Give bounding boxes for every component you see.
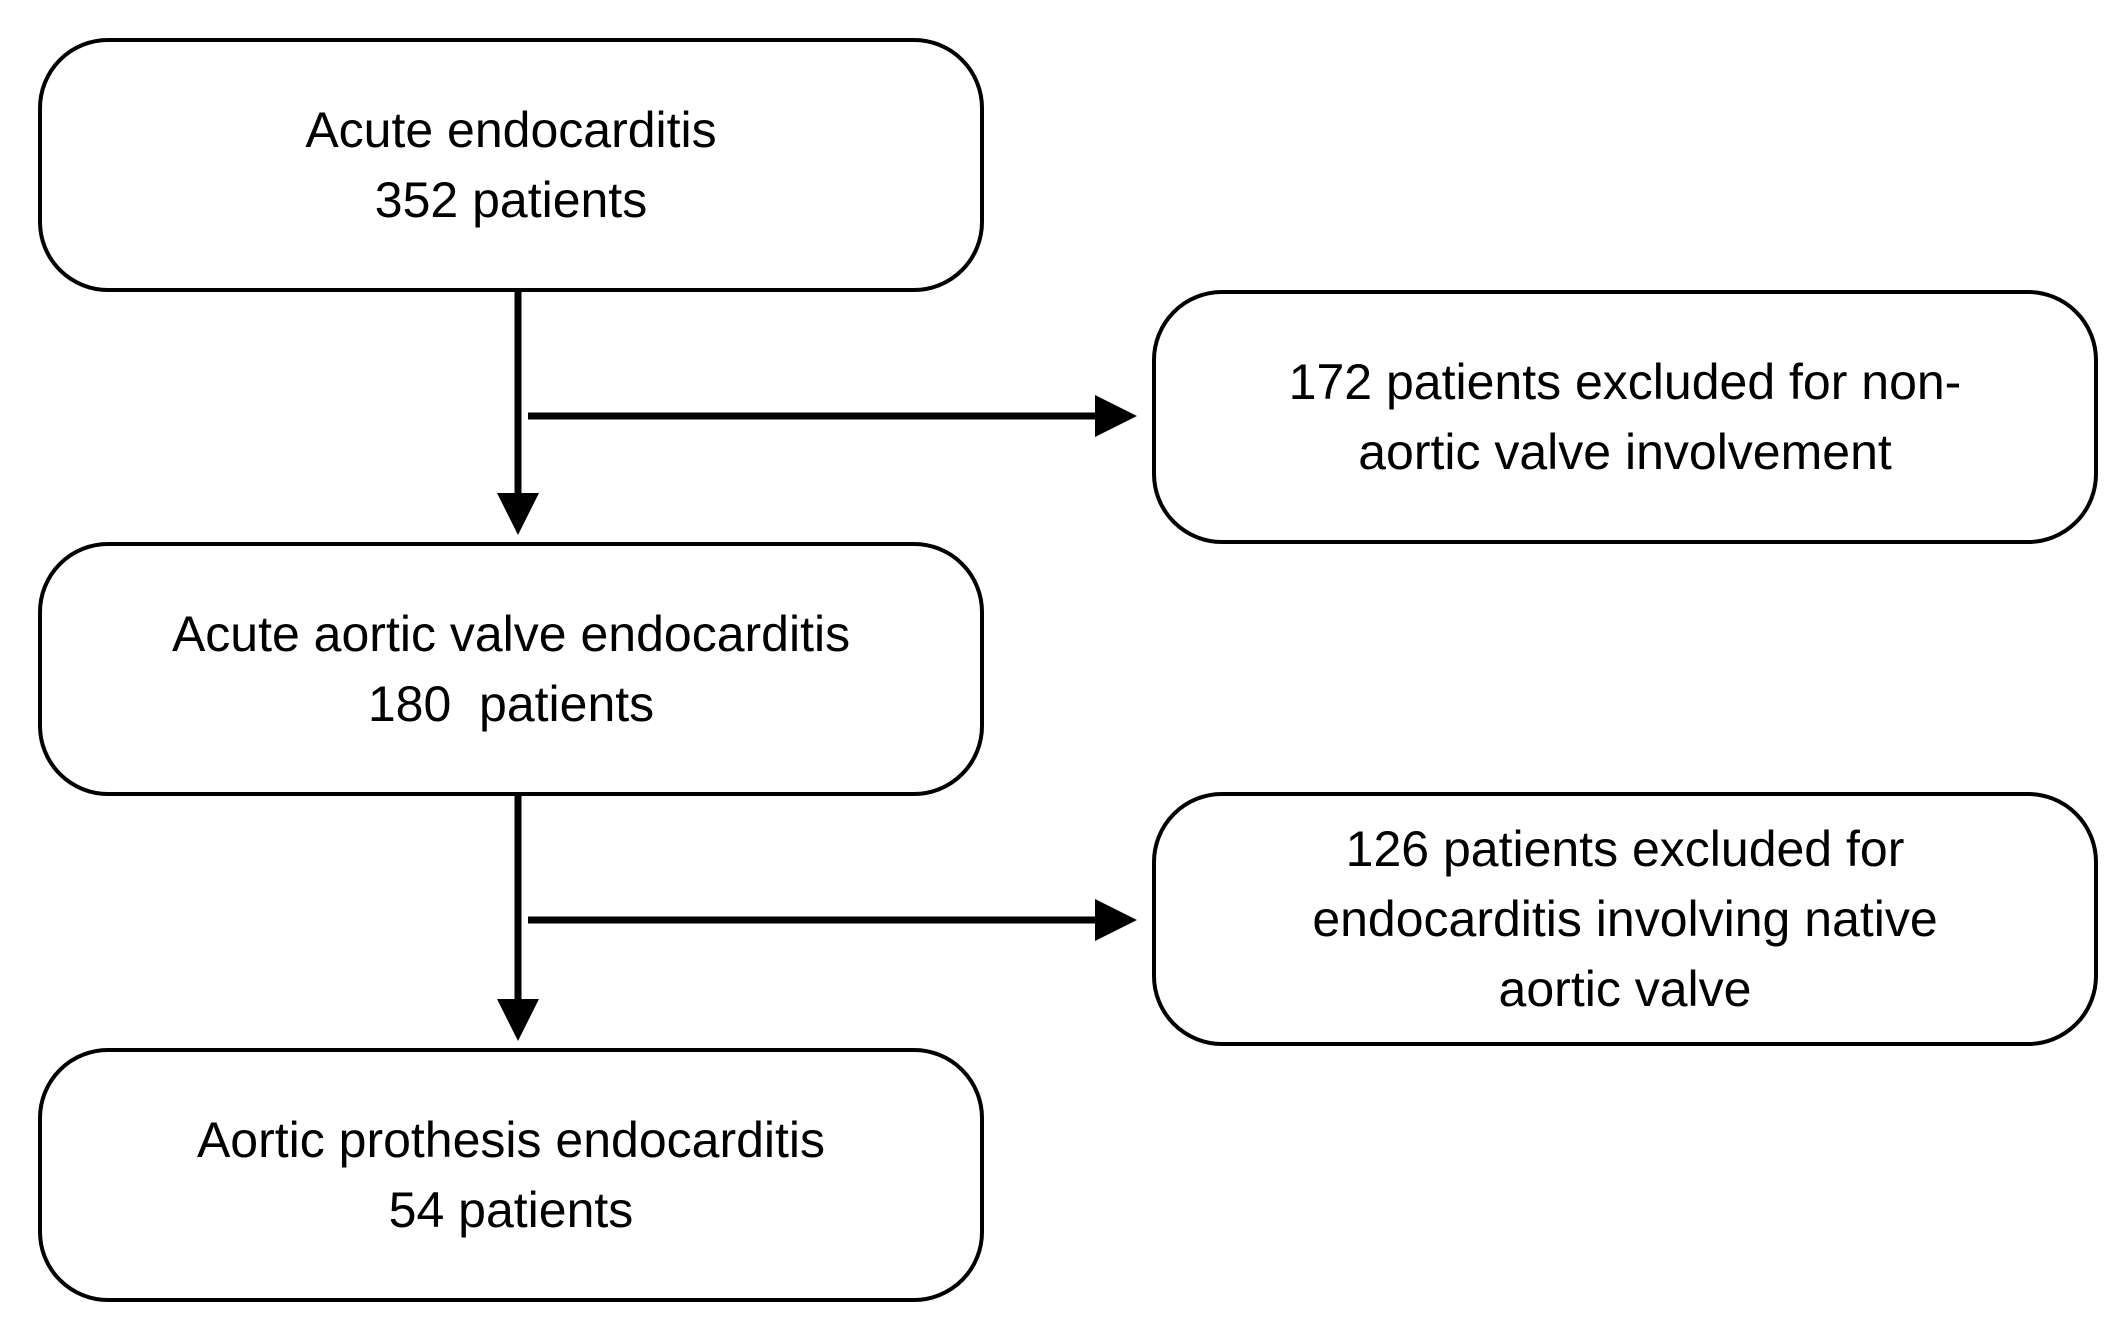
node-text-line: 126 patients excluded for [1345,821,1905,877]
node-acute-endocarditis: Acute endocarditis 352 patients [38,38,984,292]
node-text-line: aortic valve [1498,961,1752,1017]
node-text-line: 352 patients [374,172,648,228]
node-text-line: 54 patients [388,1182,634,1238]
node-text-line: 172 patients excluded for non- [1288,354,1962,410]
node-text-line: 180 patients [367,676,655,732]
node-text-line: Aortic prothesis endocarditis [196,1112,826,1168]
node-acute-aortic-valve-endocarditis: Acute aortic valve endocarditis 180 pati… [38,542,984,796]
node-excluded-non-aortic: 172 patients excluded for non- aortic va… [1152,290,2098,544]
node-excluded-native-aortic: 126 patients excluded for endocarditis i… [1152,792,2098,1046]
node-aortic-prothesis-endocarditis: Aortic prothesis endocarditis 54 patient… [38,1048,984,1302]
node-text-line: endocarditis involving native [1312,891,1938,947]
node-text-line: Acute endocarditis [305,102,717,158]
node-text-line: aortic valve involvement [1358,424,1892,480]
node-text-line: Acute aortic valve endocarditis [171,606,851,662]
